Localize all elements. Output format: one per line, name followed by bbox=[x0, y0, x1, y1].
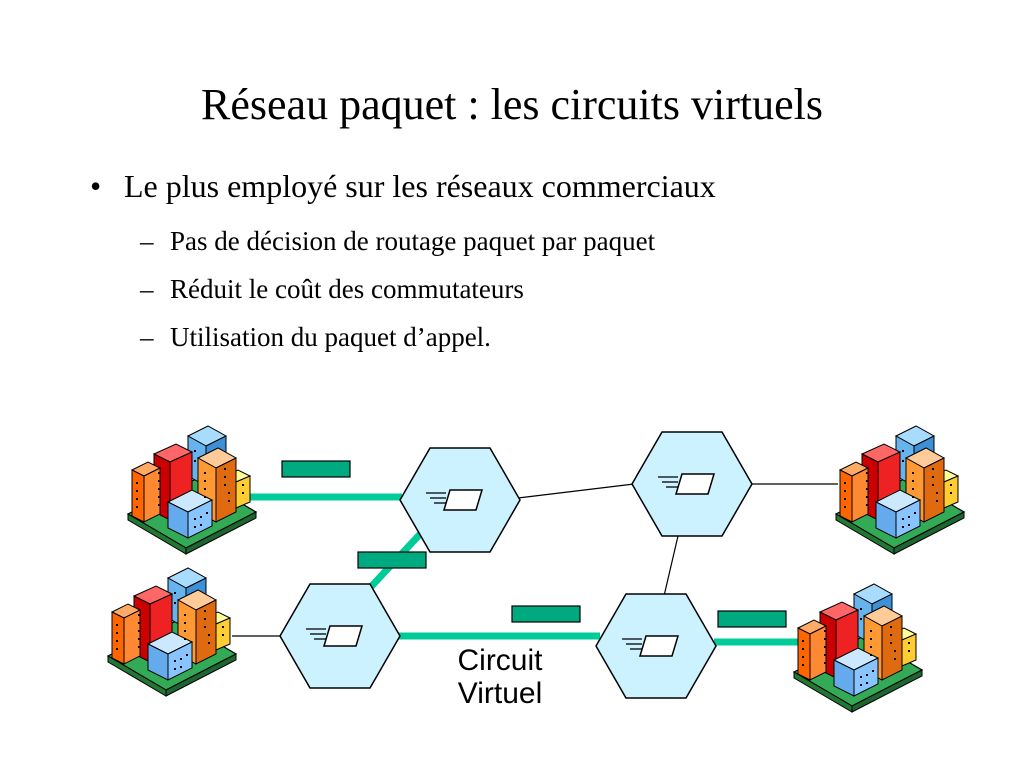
office-building-icon bbox=[793, 583, 923, 713]
packet-switch-icon bbox=[279, 583, 401, 689]
packet-icon bbox=[281, 460, 351, 478]
packet-switch-icon bbox=[631, 431, 753, 537]
slide-title: Réseau paquet : les circuits virtuels bbox=[201, 80, 823, 129]
office-building-icon bbox=[835, 425, 965, 555]
sub-bullet-text: Utilisation du paquet d’appel. bbox=[170, 322, 491, 352]
link bbox=[517, 483, 635, 499]
sub-bullet-marker: – bbox=[140, 274, 154, 304]
virtual-circuit-path bbox=[250, 493, 804, 646]
packet-icon bbox=[717, 610, 787, 628]
sub-bullet-marker: – bbox=[140, 226, 154, 256]
office-building-icon bbox=[127, 425, 257, 555]
packet-switch-icon bbox=[595, 593, 717, 699]
sub-bullet-text: Pas de décision de routage paquet par pa… bbox=[170, 226, 656, 256]
packet-icon bbox=[357, 551, 427, 569]
sub-bullet-item: – Réduit le coût des commutateurs bbox=[90, 272, 716, 306]
office-building-icon bbox=[107, 567, 237, 697]
packet-icon bbox=[511, 605, 581, 623]
bullet-item: • Le plus employé sur les réseaux commer… bbox=[90, 166, 716, 206]
bullet-marker: • bbox=[90, 168, 102, 204]
virtual-circuit-label-line2: Virtuel bbox=[457, 677, 543, 710]
virtual-circuit-label-line1: Circuit bbox=[457, 644, 543, 677]
sub-bullet-text: Réduit le coût des commutateurs bbox=[170, 274, 524, 304]
virtual-circuit-label: Circuit Virtuel bbox=[440, 644, 560, 710]
link bbox=[663, 535, 679, 597]
sub-bullet-item: – Utilisation du paquet d’appel. bbox=[90, 320, 716, 354]
sub-bullet-marker: – bbox=[140, 322, 154, 352]
bullet-list: • Le plus employé sur les réseaux commer… bbox=[90, 166, 716, 354]
sub-bullet-item: – Pas de décision de routage paquet par … bbox=[90, 224, 716, 258]
bullet-text: Le plus employé sur les réseaux commerci… bbox=[124, 168, 716, 204]
